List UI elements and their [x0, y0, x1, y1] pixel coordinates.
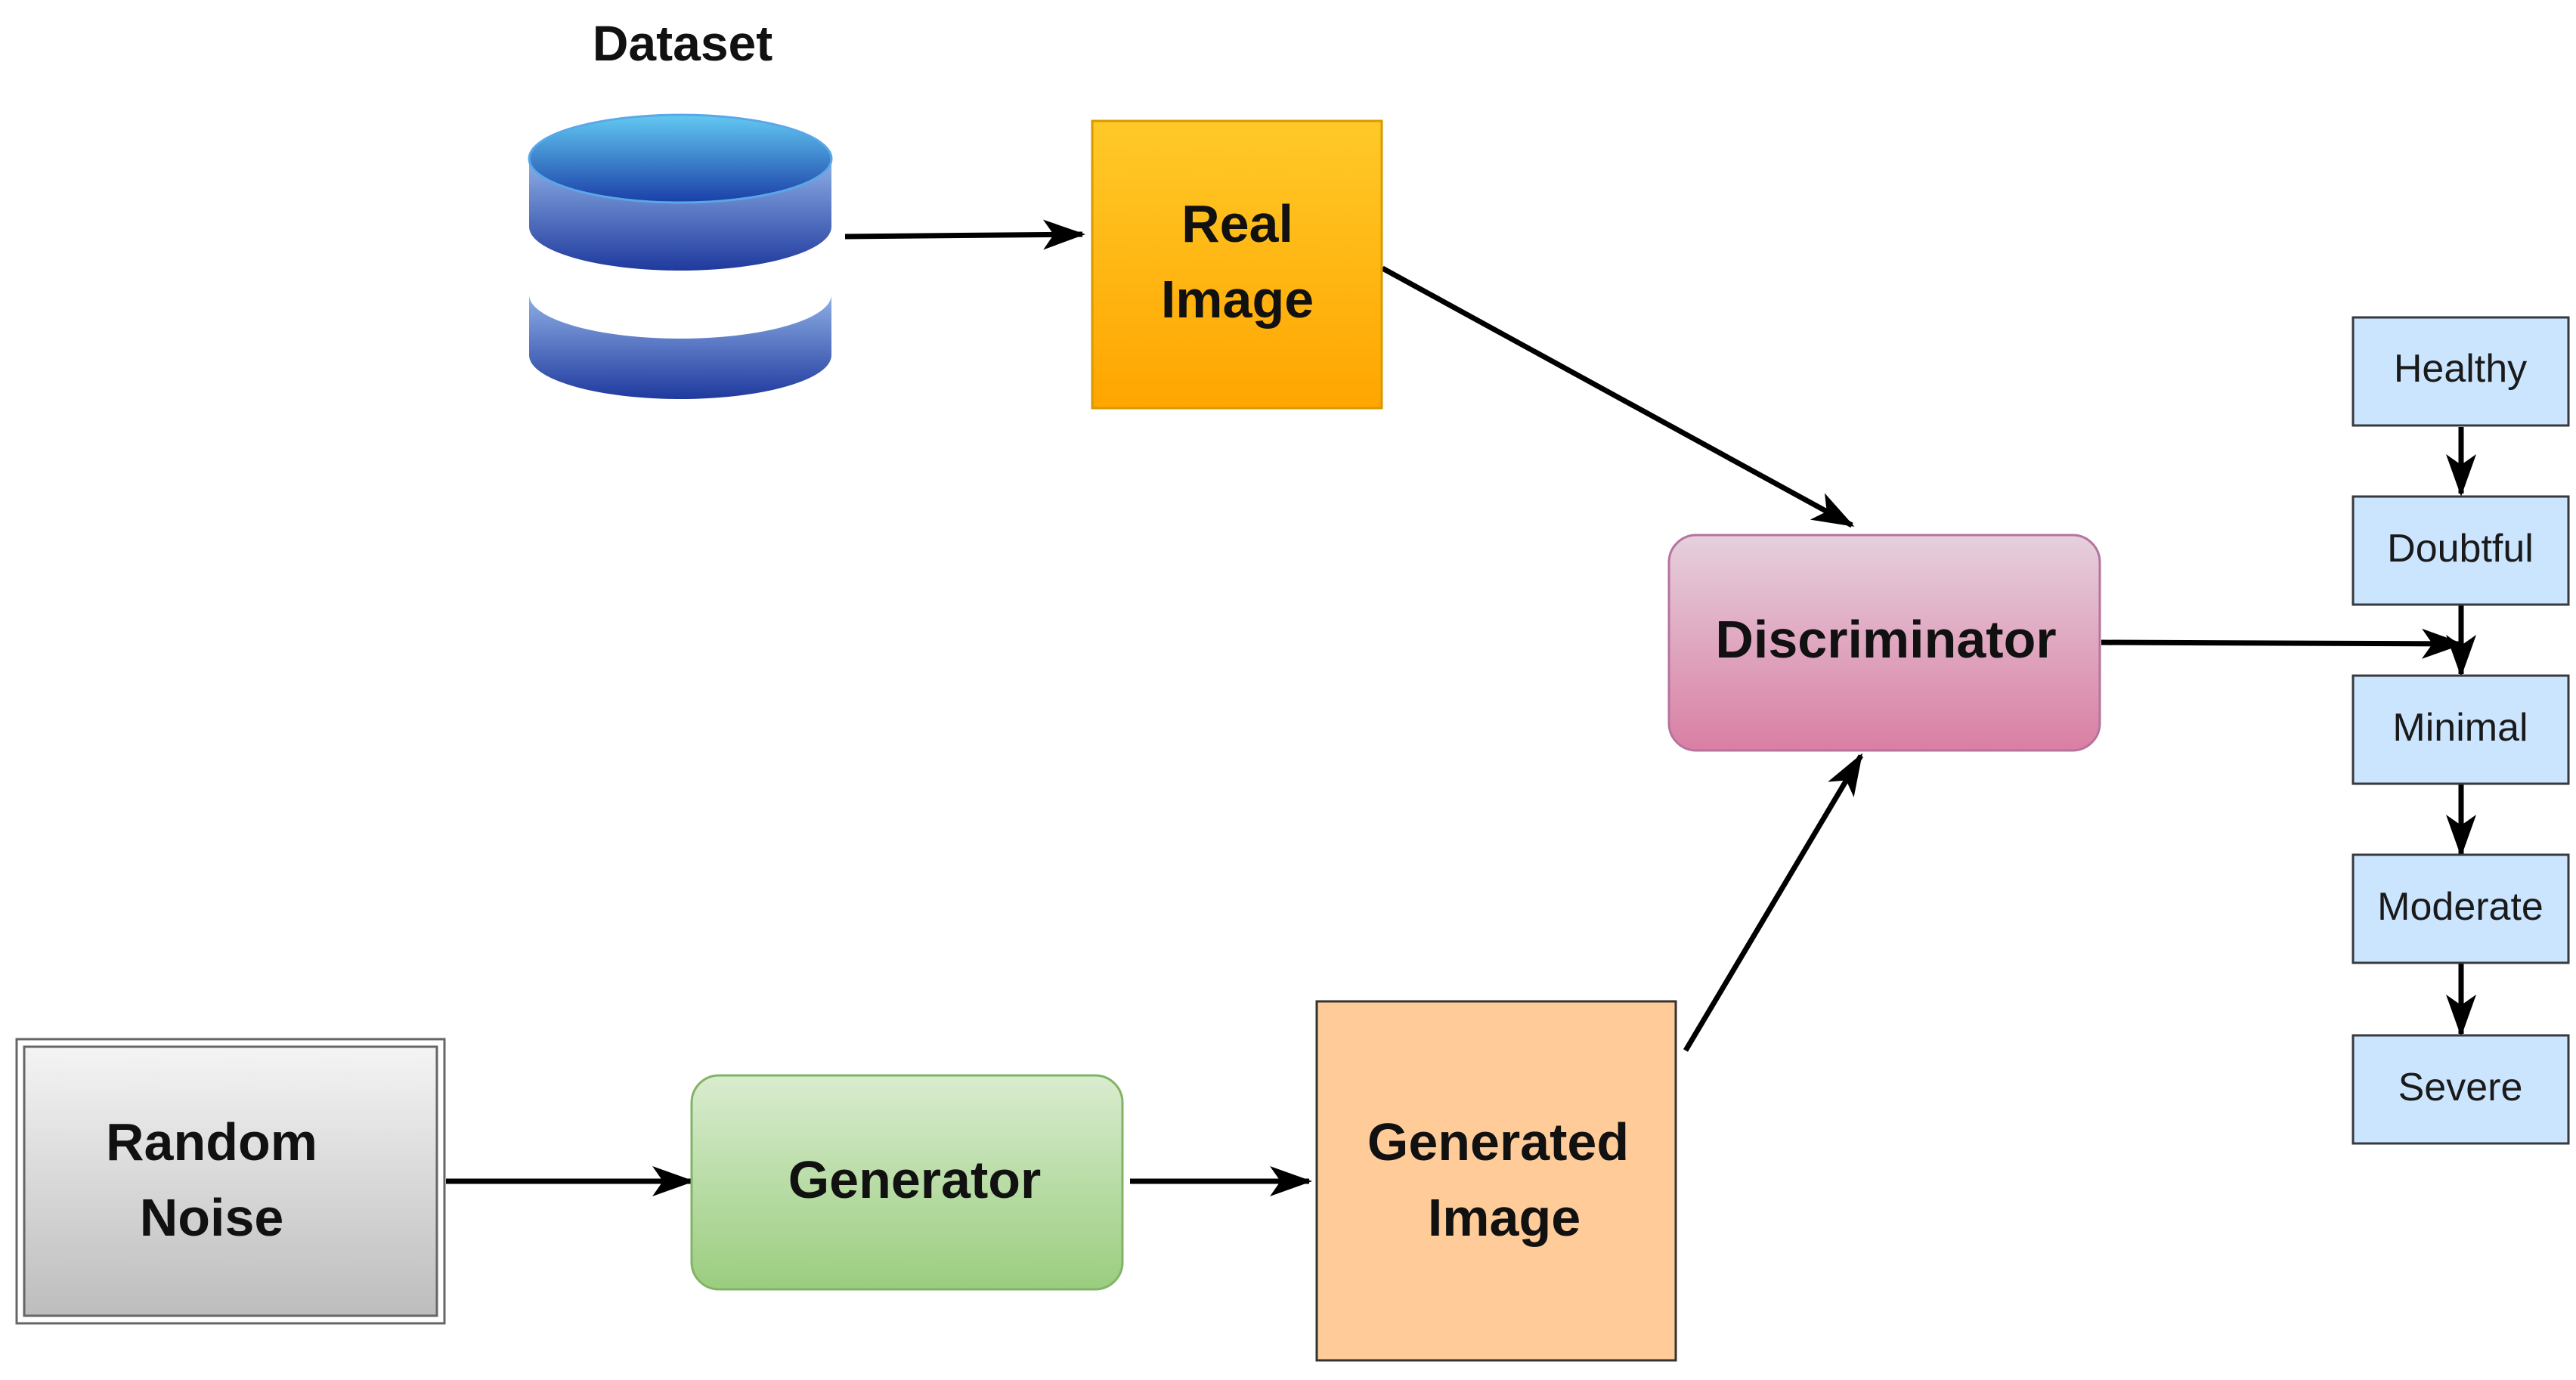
discriminator-label: Discriminator [1715, 610, 2056, 669]
real-image-label-line1: Real [1181, 194, 1293, 253]
class-label: Moderate [2377, 885, 2543, 929]
generated-image-node: Generated Image [1315, 1000, 1677, 1362]
class-chain: Healthy Doubtful Minimal Moderate Severe [2352, 316, 2570, 1145]
class-label: Healthy [2394, 347, 2527, 391]
class-label: Severe [2398, 1066, 2523, 1109]
real-image-node: Real Image [1091, 119, 1383, 410]
class-healthy: Healthy [2352, 316, 2570, 427]
random-noise-label-line2: Noise [140, 1188, 284, 1247]
class-minimal: Minimal [2352, 674, 2570, 785]
class-doubtful: Doubtful [2352, 495, 2570, 606]
generated-image-label-line2: Image [1428, 1188, 1581, 1247]
real-image-label-line2: Image [1161, 270, 1314, 329]
random-noise-node: Random Noise [15, 1038, 446, 1325]
generator-label: Generator [788, 1150, 1042, 1209]
dataset-label: Dataset [593, 15, 772, 71]
database-icon [528, 113, 833, 399]
class-label: Doubtful [2387, 527, 2534, 571]
random-noise-label-line1: Random [106, 1112, 317, 1171]
class-label: Minimal [2392, 706, 2528, 750]
edge-generated-image-to-discriminator [1683, 753, 1864, 1052]
edge-dataset-to-real-image [844, 219, 1085, 250]
class-moderate: Moderate [2352, 853, 2570, 964]
edge-real-image-to-discriminator [1381, 265, 1855, 528]
generator-node: Generator [690, 1074, 1124, 1291]
edge-discriminator-to-classes [2101, 628, 2464, 659]
discriminator-node: Discriminator [1667, 534, 2101, 752]
generated-image-label-line1: Generated [1367, 1112, 1629, 1171]
class-severe: Severe [2352, 1034, 2570, 1145]
